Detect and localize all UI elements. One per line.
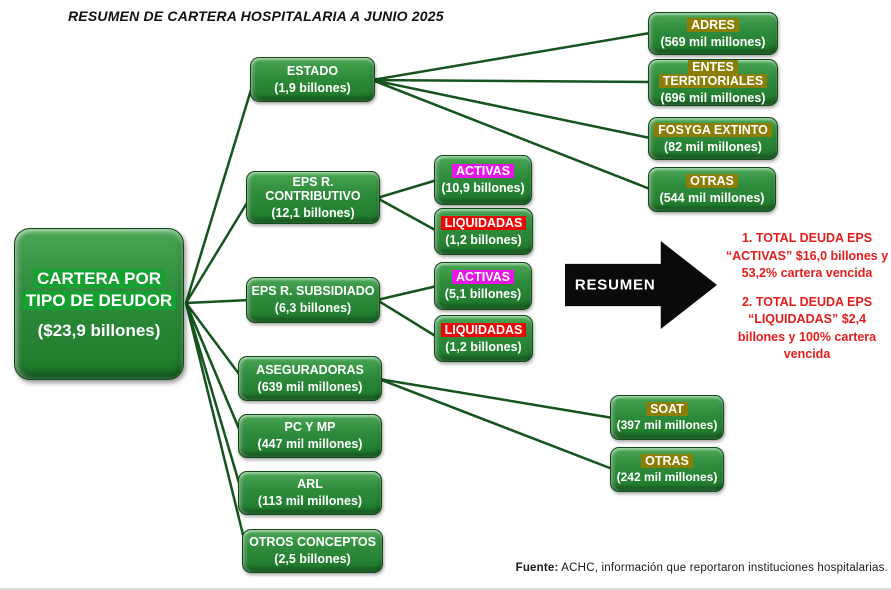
page-title: RESUMEN DE CARTERA HOSPITALARIA A JUNIO … [68,8,444,24]
node-amount: (397 mil millones) [616,417,718,432]
node-amount: (12,1 billones) [271,206,355,221]
node-arl: ARL (113 mil millones) [238,471,382,515]
node-label: EPS R. CONTRIBUTIVO [265,174,361,204]
node-amount: (1,2 billones) [445,232,522,247]
node-eps-r-contributivo: EPS R. CONTRIBUTIVO (12,1 billones) [246,171,380,224]
node-label: OTRAS [641,454,693,469]
node-amount: (2,5 billones) [274,552,351,567]
node-amount: (113 mil millones) [257,494,363,509]
node-label: ASEGURADORAS [256,362,364,377]
node-soat: SOAT (397 mil millones) [610,395,724,440]
node-aseguradoras: ASEGURADORAS (639 mil millones) [238,356,382,401]
node-label: ENTES TERRITORIALES [653,59,773,90]
node-amount: (6,3 billones) [274,301,352,316]
node-label: ACTIVAS [452,270,514,285]
node-amount: ($23,9 billones) [37,320,161,340]
node-amount: (10,9 billones) [441,181,525,196]
node-activas-subsidiado: ACTIVAS (5,1 billones) [434,262,532,310]
bottom-divider [0,588,891,590]
node-label: ARL [297,477,323,492]
source-label: Fuente: [515,562,559,574]
node-amount: (1,9 billones) [274,80,351,95]
node-amount: (5,1 billones) [444,287,522,302]
summary-note-2: 2. TOTAL DEUDA EPS “LIQUIDADAS” $2,4 bil… [737,294,877,362]
node-entes-territoriales: ENTES TERRITORIALES (696 mil millones) [648,59,778,106]
node-estado: ESTADO (1,9 billones) [250,57,375,102]
node-label: LIQUIDADAS [440,322,527,338]
node-amount: (639 mil millones) [257,379,363,394]
node-label: ACTIVAS [452,164,514,179]
node-label: OTRAS [686,173,738,189]
node-eps-r-subsidiado: EPS R. SUBSIDIADO (6,3 billones) [246,277,380,323]
node-otros-conceptos: OTROS CONCEPTOS (2,5 billones) [242,529,383,573]
source-footnote: Fuente: ACHC, información que reportaron… [516,562,888,574]
node-liquidadas-subsidiado: LIQUIDADAS (1,2 billones) [434,315,533,362]
node-pc-y-mp: PC Y MP (447 mil millones) [238,414,382,458]
node-label: PC Y MP [284,420,336,435]
node-amount: (696 mil millones) [660,91,766,106]
node-amount: (569 mil millones) [660,34,766,49]
node-cartera-por-tipo-de-deudor: CARTERA POR TIPO DE DEUDOR ($23,9 billon… [14,228,184,380]
summary-notes: 1. TOTAL DEUDA EPS “ACTIVAS” $16,0 billo… [723,230,891,364]
node-label: ESTADO [286,63,339,78]
node-label: SOAT [646,402,688,417]
node-amount: (242 mil millones) [616,469,718,484]
node-label: FOSYGA EXTINTO [654,122,772,138]
node-label: LIQUIDADAS [440,215,527,231]
node-fosyga-extinto: FOSYGA EXTINTO (82 mil millones) [648,117,778,160]
node-otras-aseguradoras: OTRAS (242 mil millones) [610,447,724,492]
node-liquidadas-contributivo: LIQUIDADAS (1,2 billones) [434,208,533,255]
node-label: OTROS CONCEPTOS [249,535,376,550]
node-otras-estado: OTRAS (544 mil millones) [648,167,776,212]
node-amount: (544 mil millones) [659,190,765,205]
source-text: ACHC, información que reportaron institu… [558,562,888,574]
resumen-arrow-label: RESUMEN [574,276,656,294]
node-amount: (447 mil millones) [257,437,363,452]
node-amount: (1,2 billones) [445,339,522,354]
node-amount: (82 mil millones) [664,139,762,154]
node-activas-contributivo: ACTIVAS (10,9 billones) [434,155,532,205]
node-adres: ADRES (569 mil millones) [648,12,778,55]
node-label: ADRES [687,17,739,33]
node-label: EPS R. SUBSIDIADO [251,284,375,299]
summary-note-1: 1. TOTAL DEUDA EPS “ACTIVAS” $16,0 billo… [725,231,889,280]
node-label: CARTERA POR TIPO DE DEUDOR [19,268,179,312]
